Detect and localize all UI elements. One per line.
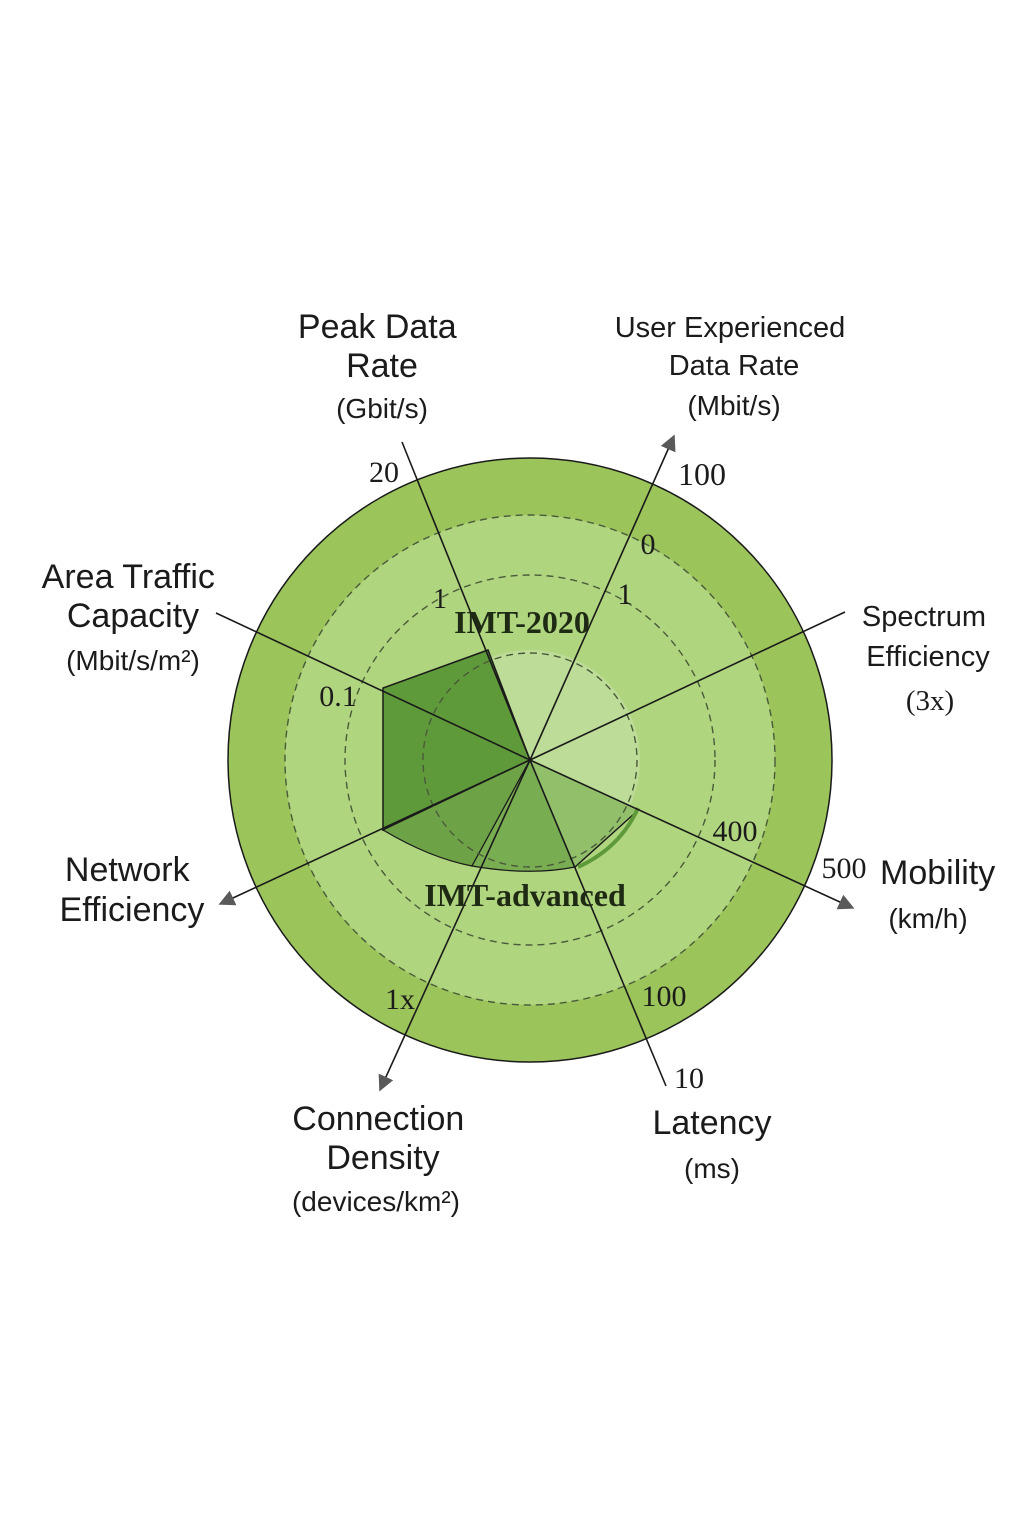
imt-advanced-edge-right [574, 811, 637, 868]
series-label-imt-advanced: IMT-advanced [424, 877, 626, 913]
axis-unit-area-traffic: (Mbit/s/m²) [66, 645, 200, 676]
axis-line-network-efficiency [218, 759, 531, 906]
axis-line-peak-data-rate [401, 441, 531, 761]
axis-line-spectrum-efficiency [529, 611, 846, 761]
axis-title-connection-density: Connection Density [292, 1100, 473, 1177]
imt-advanced-region-lower [381, 758, 532, 867]
imt-advanced-region-right [530, 760, 636, 867]
axis-unit-user-experienced: (Mbit/s) [687, 390, 780, 421]
axis-line-latency [529, 759, 667, 1087]
dashed-ring-outer [284, 514, 776, 1006]
tick-label-latency-inner: 100 [642, 980, 687, 1013]
tick-label-density: 1x [385, 983, 415, 1016]
axis-line-mobility [529, 759, 855, 910]
tick-label-mobility-outer: 500 [822, 852, 867, 885]
axis-title-spectrum-efficiency: Spectrum Efficiency [862, 601, 994, 673]
tick-label-peak-inner: 1 [433, 584, 447, 615]
axis-title-area-traffic: Area Traffic Capacity [42, 558, 225, 635]
tick-label-area: 0.1 [319, 680, 357, 713]
axis-title-user-experienced: User Experienced Data Rate [615, 312, 854, 382]
axis-line-area-traffic [215, 612, 531, 761]
axis-unit-latency: (ms) [684, 1153, 740, 1184]
axis-unit-spectrum-efficiency: (3x) [906, 685, 954, 717]
axis-unit-peak-data-rate: (Gbit/s) [336, 393, 428, 424]
axis-title-peak-data-rate: Peak Data Rate [298, 308, 466, 385]
series-label-imt-2020: IMT-2020 [454, 604, 590, 640]
tick-label-latency-outer: 10 [674, 1062, 704, 1095]
axis-unit-mobility: (km/h) [888, 903, 967, 934]
axis-line-user-experienced [529, 434, 676, 761]
axis-title-latency: Latency [652, 1104, 771, 1142]
tick-label-user-outer: 100 [678, 456, 726, 492]
dashed-ring-inner [422, 652, 638, 868]
tick-label-mobility-inner: 400 [713, 815, 758, 848]
axis-line-connection-density [378, 759, 531, 1092]
imt-advanced-edge-shadow [577, 807, 640, 869]
tick-label-user-mid: 0 [641, 528, 656, 561]
axis-unit-connection-density: (devices/km²) [292, 1186, 460, 1217]
dashed-ring-middle [344, 574, 716, 946]
imt-advanced-region-mid [471, 758, 576, 872]
axis-title-mobility: Mobility [880, 854, 995, 892]
tick-label-peak-outer: 20 [369, 456, 399, 489]
tick-label-user-inner: 1 [618, 578, 633, 611]
axis-title-network-efficiency: Network Efficiency [60, 851, 205, 929]
